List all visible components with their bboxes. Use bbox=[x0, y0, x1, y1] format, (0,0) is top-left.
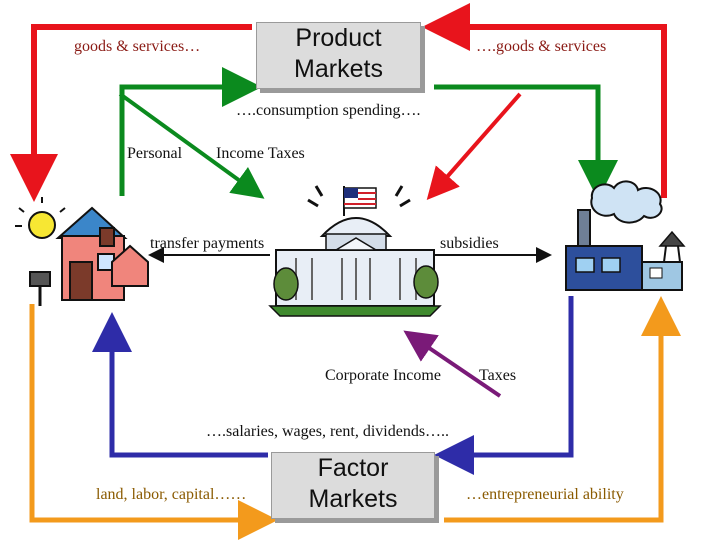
corporate-income-label: Corporate Income bbox=[325, 367, 441, 384]
product-markets-label-line2: Markets bbox=[294, 55, 383, 83]
product-markets-box: Product Markets bbox=[256, 22, 421, 89]
factory-icon bbox=[565, 180, 686, 291]
entrepreneurial-ability-label: …entrepreneurial ability bbox=[466, 486, 624, 503]
income-to-households-arrow bbox=[92, 312, 268, 458]
payments-from-firms-arrow bbox=[434, 296, 574, 475]
land-labor-capital-label: land, labor, capital…… bbox=[96, 486, 247, 503]
goods-to-households-arrow bbox=[10, 24, 252, 202]
resources-to-firms-arrow bbox=[444, 296, 681, 523]
personal-label: Personal bbox=[127, 145, 183, 162]
goods-services-right-label: ….goods & services bbox=[476, 38, 607, 55]
factor-markets-label-line2: Markets bbox=[308, 485, 398, 513]
consumption-spending-label: ….consumption spending…. bbox=[236, 102, 421, 119]
salaries-wages-label: ….salaries, wages, rent, dividends….. bbox=[206, 423, 450, 440]
factor-markets-box: Factor Markets bbox=[271, 452, 435, 519]
spending-from-households-arrow bbox=[119, 67, 262, 196]
business-tax-arrow bbox=[426, 92, 522, 201]
spending-to-firms-arrow bbox=[434, 84, 618, 200]
transfer-payments-label: transfer payments bbox=[150, 235, 265, 252]
corporate-income-tax-arrow bbox=[403, 330, 502, 398]
goods-from-firms-arrow bbox=[422, 3, 667, 198]
personal-income-tax-arrow bbox=[118, 92, 265, 199]
goods-services-left-label: goods & services… bbox=[74, 38, 201, 55]
subsidies-label: subsidies bbox=[440, 235, 499, 252]
factor-markets-label-line1: Factor bbox=[317, 454, 389, 482]
product-markets-label-line1: Product bbox=[295, 24, 382, 52]
income-taxes-label: Income Taxes bbox=[216, 145, 305, 162]
capitol-building-icon bbox=[268, 185, 442, 317]
resources-from-households-arrow bbox=[29, 304, 278, 540]
house-icon bbox=[15, 197, 149, 306]
taxes-label: Taxes bbox=[479, 367, 517, 384]
